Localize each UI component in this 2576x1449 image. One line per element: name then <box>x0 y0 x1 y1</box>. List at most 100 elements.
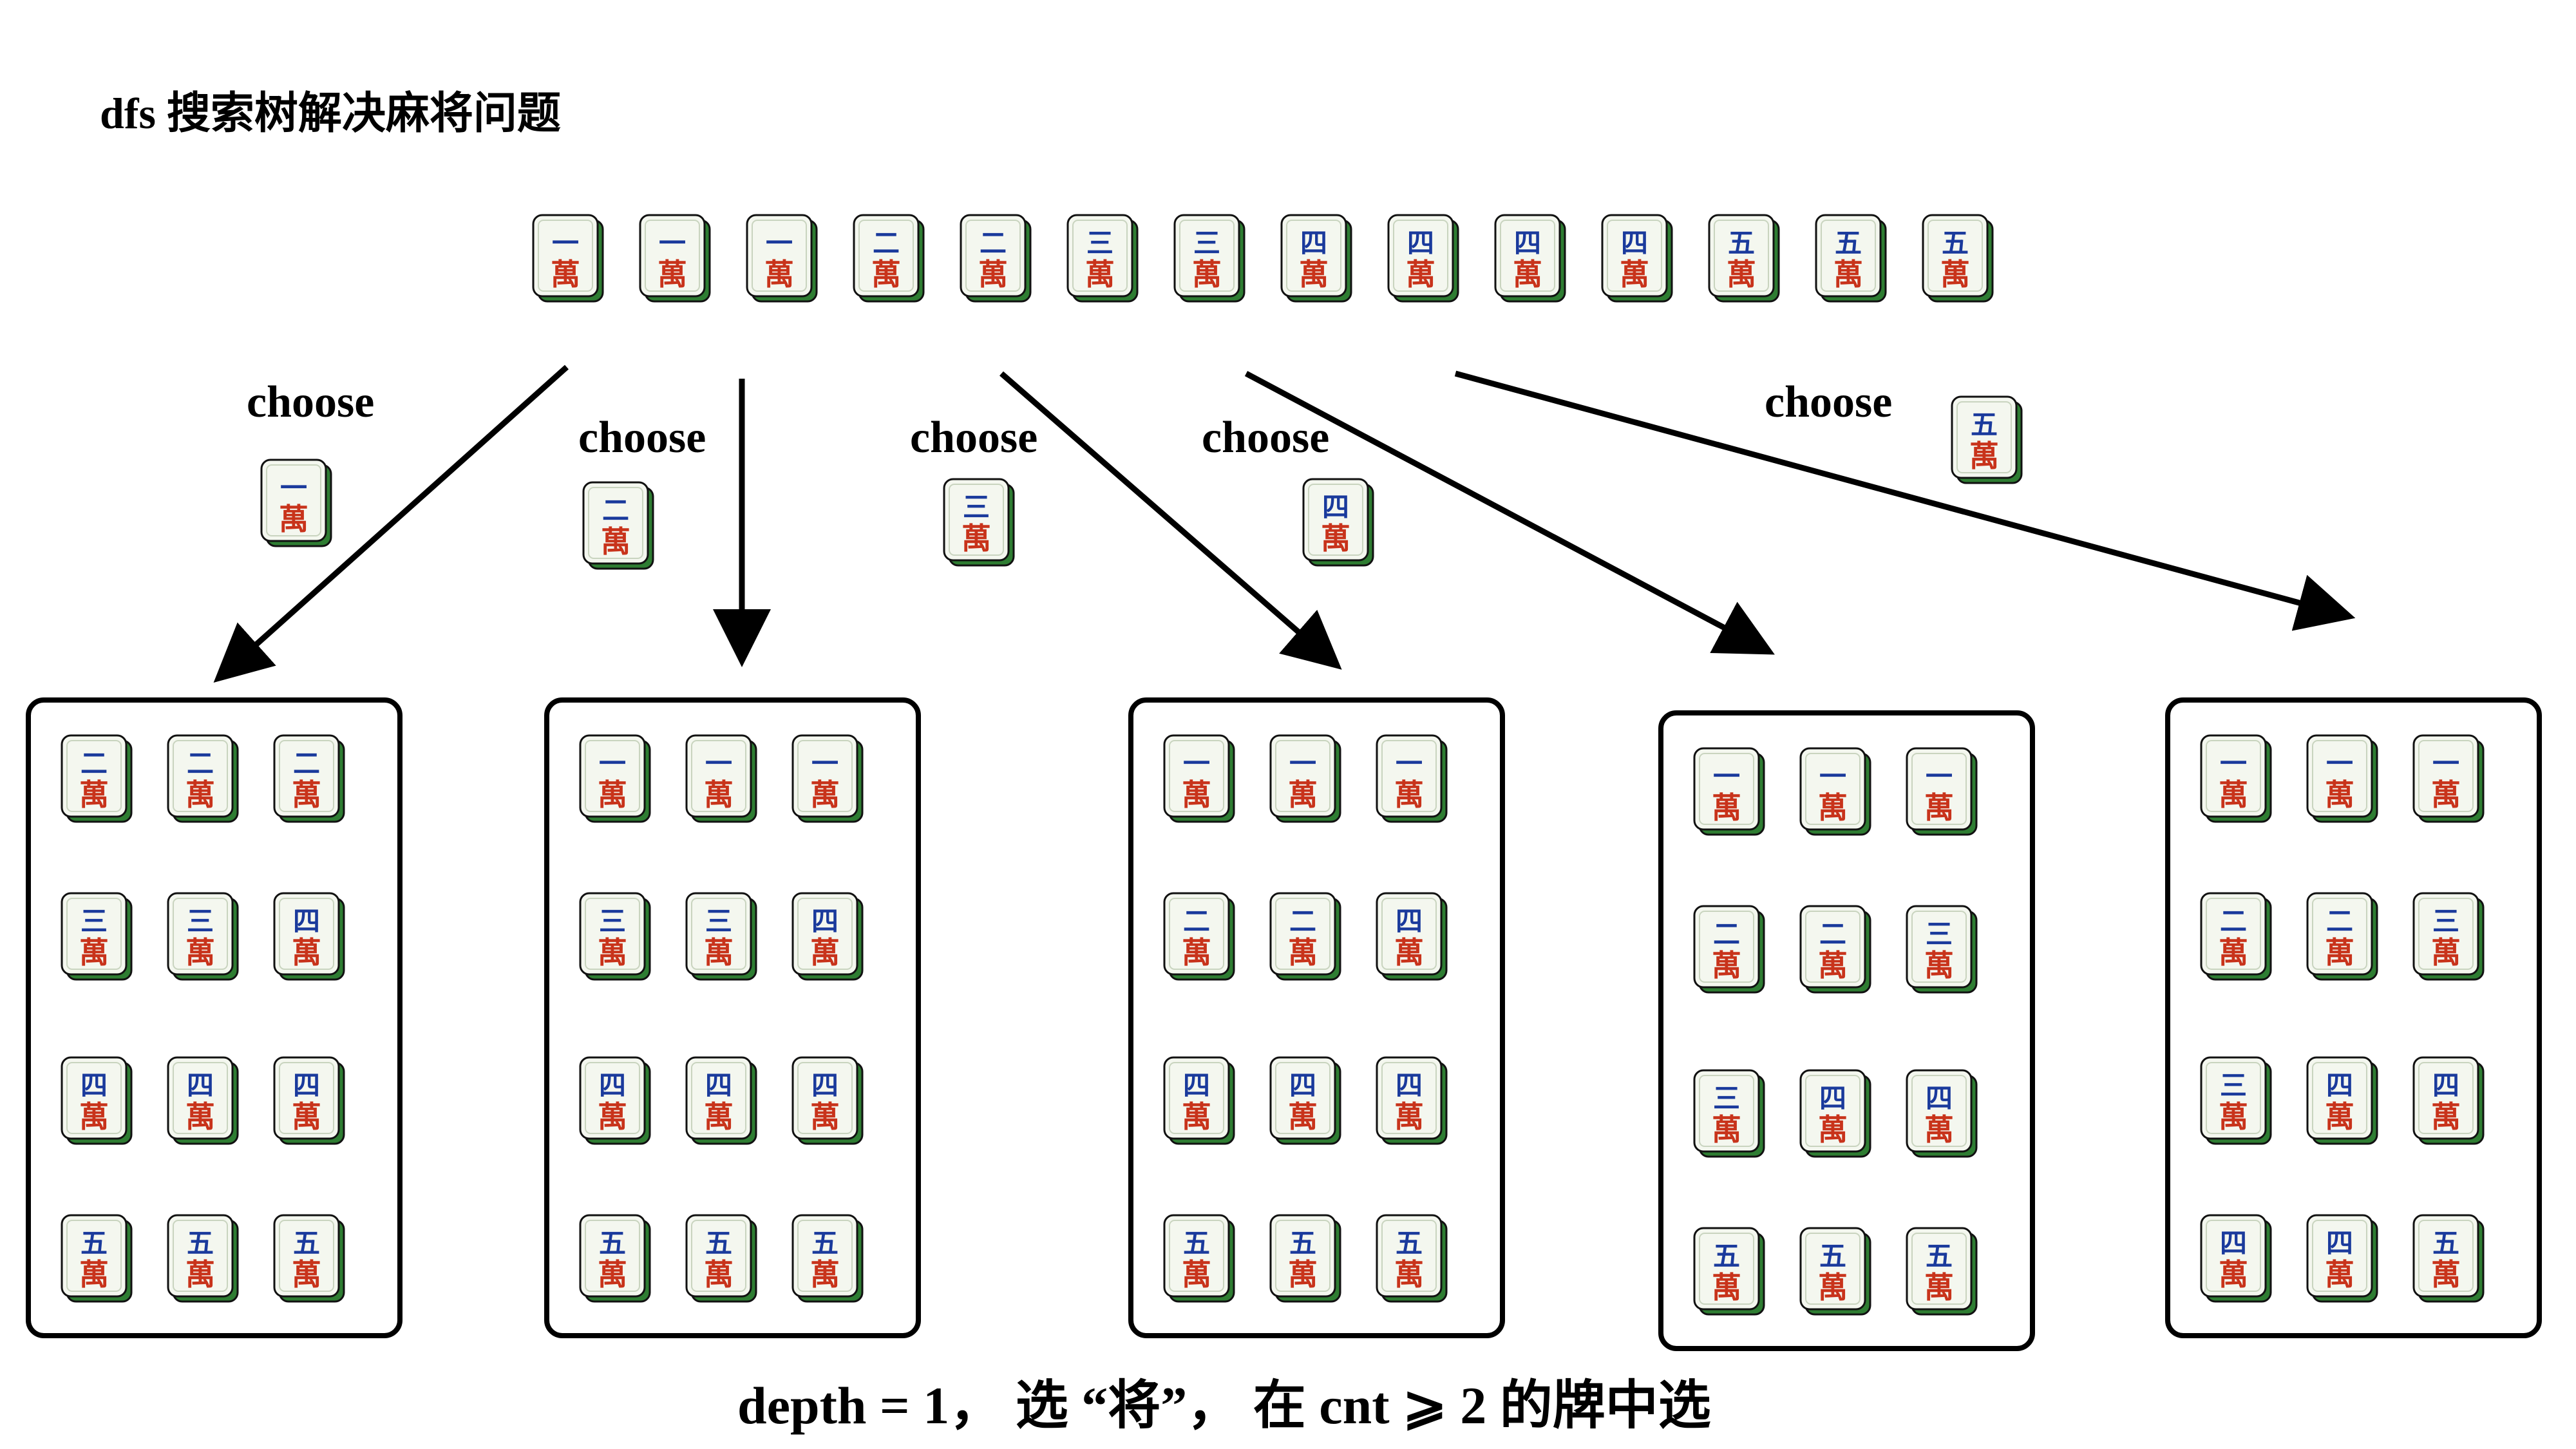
branch-arrow <box>1454 370 2356 631</box>
remaining-tile: 四萬 <box>1373 891 1450 983</box>
remaining-tile: 二萬 <box>164 733 242 826</box>
choose-label: choose <box>1202 413 1330 462</box>
svg-text:萬: 萬 <box>292 1099 321 1134</box>
svg-text:萬: 萬 <box>1940 257 1970 292</box>
svg-text:四: 四 <box>1183 1070 1210 1101</box>
remaining-tile: 一萬 <box>1690 746 1768 838</box>
remaining-tile: 三萬 <box>683 891 760 983</box>
svg-text:萬: 萬 <box>79 777 109 812</box>
svg-text:二: 二 <box>1289 905 1316 937</box>
svg-text:萬: 萬 <box>79 1257 109 1292</box>
svg-text:二: 二 <box>980 227 1007 259</box>
remaining-tile: 四萬 <box>270 891 348 983</box>
svg-text:萬: 萬 <box>1513 257 1542 292</box>
svg-text:五: 五 <box>1289 1227 1316 1259</box>
svg-text:萬: 萬 <box>1924 1270 1954 1305</box>
remaining-tile: 四萬 <box>164 1055 242 1148</box>
svg-text:五: 五 <box>1819 1240 1846 1272</box>
remaining-tile: 一萬 <box>1797 746 1874 838</box>
remaining-tile: 三萬 <box>1690 1068 1768 1160</box>
svg-text:一: 一 <box>1819 761 1846 792</box>
svg-text:萬: 萬 <box>978 257 1008 292</box>
svg-text:四: 四 <box>1819 1083 1846 1114</box>
remaining-tile: 五萬 <box>576 1213 654 1305</box>
svg-text:萬: 萬 <box>810 1257 840 1292</box>
svg-text:一: 一 <box>705 748 732 779</box>
choose-label: choose <box>247 377 375 427</box>
remaining-tile: 四萬 <box>1797 1068 1874 1160</box>
svg-text:三: 三 <box>963 491 990 523</box>
svg-text:萬: 萬 <box>1288 1099 1318 1134</box>
svg-text:五: 五 <box>1942 227 1969 259</box>
remaining-tile: 二萬 <box>1797 904 1874 996</box>
hand-tile: 五萬 <box>1919 213 1996 305</box>
hand-tile: 三萬 <box>1064 213 1141 305</box>
remaining-tile: 四萬 <box>270 1055 348 1148</box>
remaining-tile: 二萬 <box>1267 891 1344 983</box>
svg-text:一: 一 <box>2432 748 2459 779</box>
svg-text:萬: 萬 <box>1712 1270 1741 1305</box>
svg-text:三: 三 <box>1086 227 1113 259</box>
svg-text:四: 四 <box>1289 1070 1316 1101</box>
svg-text:三: 三 <box>187 905 214 937</box>
svg-text:二: 二 <box>1713 918 1740 950</box>
chosen-pair-tile: 三萬 <box>940 477 1018 569</box>
branch-arrow <box>1244 371 1775 655</box>
svg-text:五: 五 <box>80 1227 108 1259</box>
remaining-tile: 四萬 <box>2304 1055 2381 1148</box>
svg-text:萬: 萬 <box>79 1099 109 1134</box>
svg-text:萬: 萬 <box>1924 790 1954 825</box>
svg-text:萬: 萬 <box>2219 1099 2248 1134</box>
svg-text:萬: 萬 <box>185 1099 215 1134</box>
svg-text:四: 四 <box>1300 227 1327 259</box>
svg-text:一: 一 <box>811 748 838 779</box>
remaining-tile: 一萬 <box>1267 733 1344 826</box>
svg-text:萬: 萬 <box>1321 521 1350 556</box>
remaining-tile: 一萬 <box>1373 733 1450 826</box>
svg-text:萬: 萬 <box>1712 790 1741 825</box>
svg-text:四: 四 <box>1396 905 1423 937</box>
remaining-tile: 四萬 <box>1160 1055 1238 1148</box>
hand-tile: 四萬 <box>1492 213 1569 305</box>
svg-text:萬: 萬 <box>1288 777 1318 812</box>
svg-text:萬: 萬 <box>185 777 215 812</box>
svg-text:三: 三 <box>2432 905 2459 937</box>
svg-text:萬: 萬 <box>1818 790 1848 825</box>
svg-text:四: 四 <box>1396 1070 1423 1101</box>
hand-tile: 一萬 <box>636 213 714 305</box>
remaining-tile: 五萬 <box>789 1213 866 1305</box>
svg-text:萬: 萬 <box>704 1257 734 1292</box>
svg-text:萬: 萬 <box>2219 935 2248 970</box>
remaining-tile: 五萬 <box>1903 1226 1980 1318</box>
svg-text:萬: 萬 <box>1182 777 1211 812</box>
svg-text:五: 五 <box>187 1227 214 1259</box>
remaining-tile: 二萬 <box>1690 904 1768 996</box>
remaining-tile: 四萬 <box>789 891 866 983</box>
remaining-tile: 四萬 <box>1373 1055 1450 1148</box>
svg-text:四: 四 <box>1514 227 1541 259</box>
svg-text:五: 五 <box>705 1227 732 1259</box>
svg-text:萬: 萬 <box>79 935 109 970</box>
remaining-tile: 二萬 <box>2197 891 2275 983</box>
chosen-pair-tile: 五萬 <box>1948 394 2025 487</box>
svg-text:五: 五 <box>1728 227 1755 259</box>
svg-text:四: 四 <box>811 1070 838 1101</box>
svg-text:一: 一 <box>766 227 793 259</box>
svg-text:一: 一 <box>659 227 686 259</box>
svg-text:四: 四 <box>2326 1227 2353 1259</box>
remaining-tile: 一萬 <box>1160 733 1238 826</box>
choose-label: choose <box>578 413 706 462</box>
svg-text:四: 四 <box>1407 227 1434 259</box>
svg-text:萬: 萬 <box>598 1099 627 1134</box>
svg-text:萬: 萬 <box>2325 935 2354 970</box>
footer-caption: depth = 1， 选 “将”， 在 cnt ⩾ 2 的牌中选 <box>737 1376 1711 1435</box>
hand-tile: 四萬 <box>1598 213 1676 305</box>
svg-text:萬: 萬 <box>1818 1112 1848 1147</box>
svg-text:萬: 萬 <box>704 935 734 970</box>
svg-text:四: 四 <box>2326 1070 2353 1101</box>
svg-text:萬: 萬 <box>1833 257 1863 292</box>
svg-text:萬: 萬 <box>704 777 734 812</box>
hand-tile: 一萬 <box>743 213 820 305</box>
remaining-tile: 四萬 <box>1903 1068 1980 1160</box>
